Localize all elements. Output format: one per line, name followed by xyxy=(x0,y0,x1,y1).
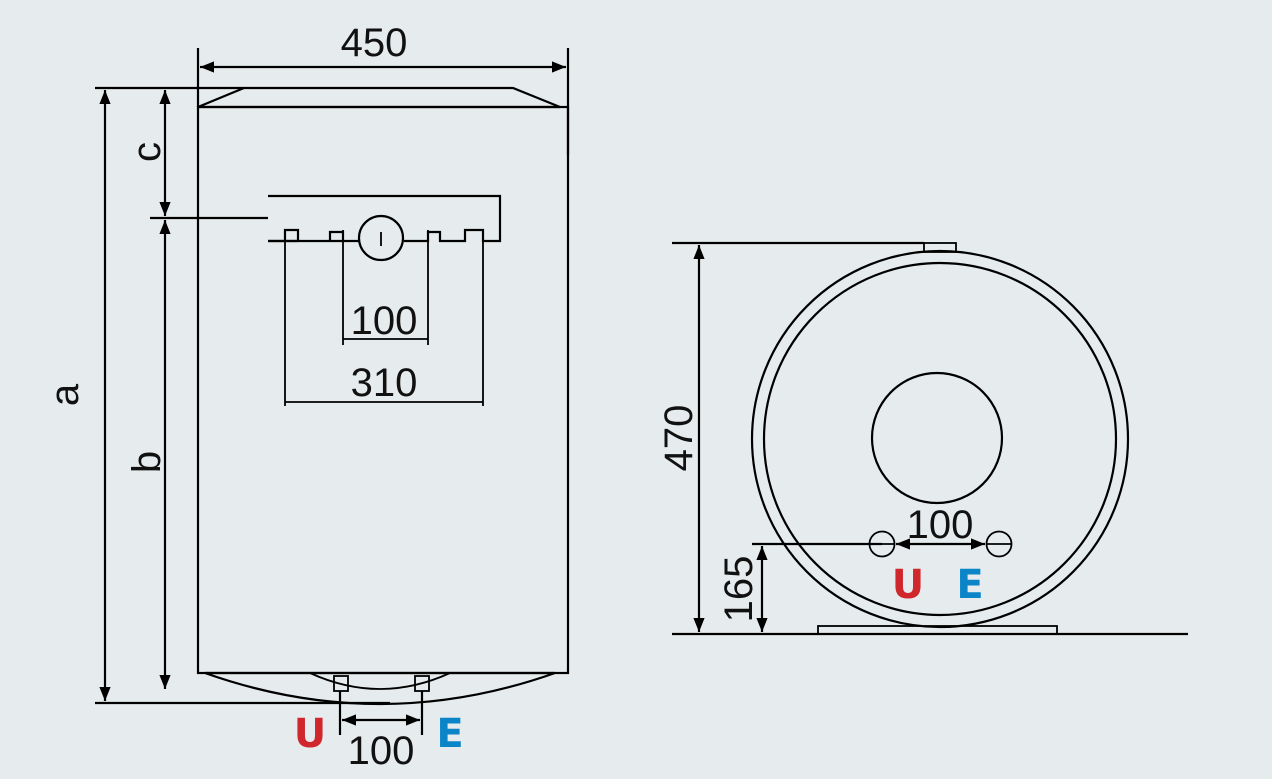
bracket-outer-dimension: 310 xyxy=(351,361,418,405)
hot-outlet-label: U xyxy=(294,711,326,757)
cold-inlet-label: E xyxy=(436,711,463,757)
side-height-dimension: 470 xyxy=(657,405,701,472)
tank-bottom-inner xyxy=(309,672,451,690)
pipe-height-dimension: 165 xyxy=(717,556,761,623)
side-cold-label: E xyxy=(956,562,983,608)
side-view: 470 165 100 U E xyxy=(657,241,1188,636)
tank-outer-shell xyxy=(750,249,1130,629)
front-pipe-spacing: 100 xyxy=(348,729,415,773)
mounting-bracket xyxy=(268,194,502,243)
flange-circle xyxy=(870,371,1004,505)
side-hot-label: U xyxy=(892,562,924,608)
tank-body xyxy=(196,105,570,675)
side-pipe-spacing: 100 xyxy=(907,503,974,547)
width-dimension: 450 xyxy=(341,21,408,65)
tank-inner-shell xyxy=(762,261,1118,617)
side-cold-inlet xyxy=(985,530,1013,558)
bracket-hole xyxy=(357,214,405,262)
height-c-label: c xyxy=(125,142,169,162)
bracket-inner-dimension: 100 xyxy=(351,299,418,343)
side-hot-outlet xyxy=(868,530,896,558)
height-b-label: b xyxy=(125,451,169,473)
height-a-label: a xyxy=(43,383,87,406)
front-view: 100 310 450 a c b 100 U E xyxy=(43,21,570,773)
tank-top-cap xyxy=(197,86,561,109)
